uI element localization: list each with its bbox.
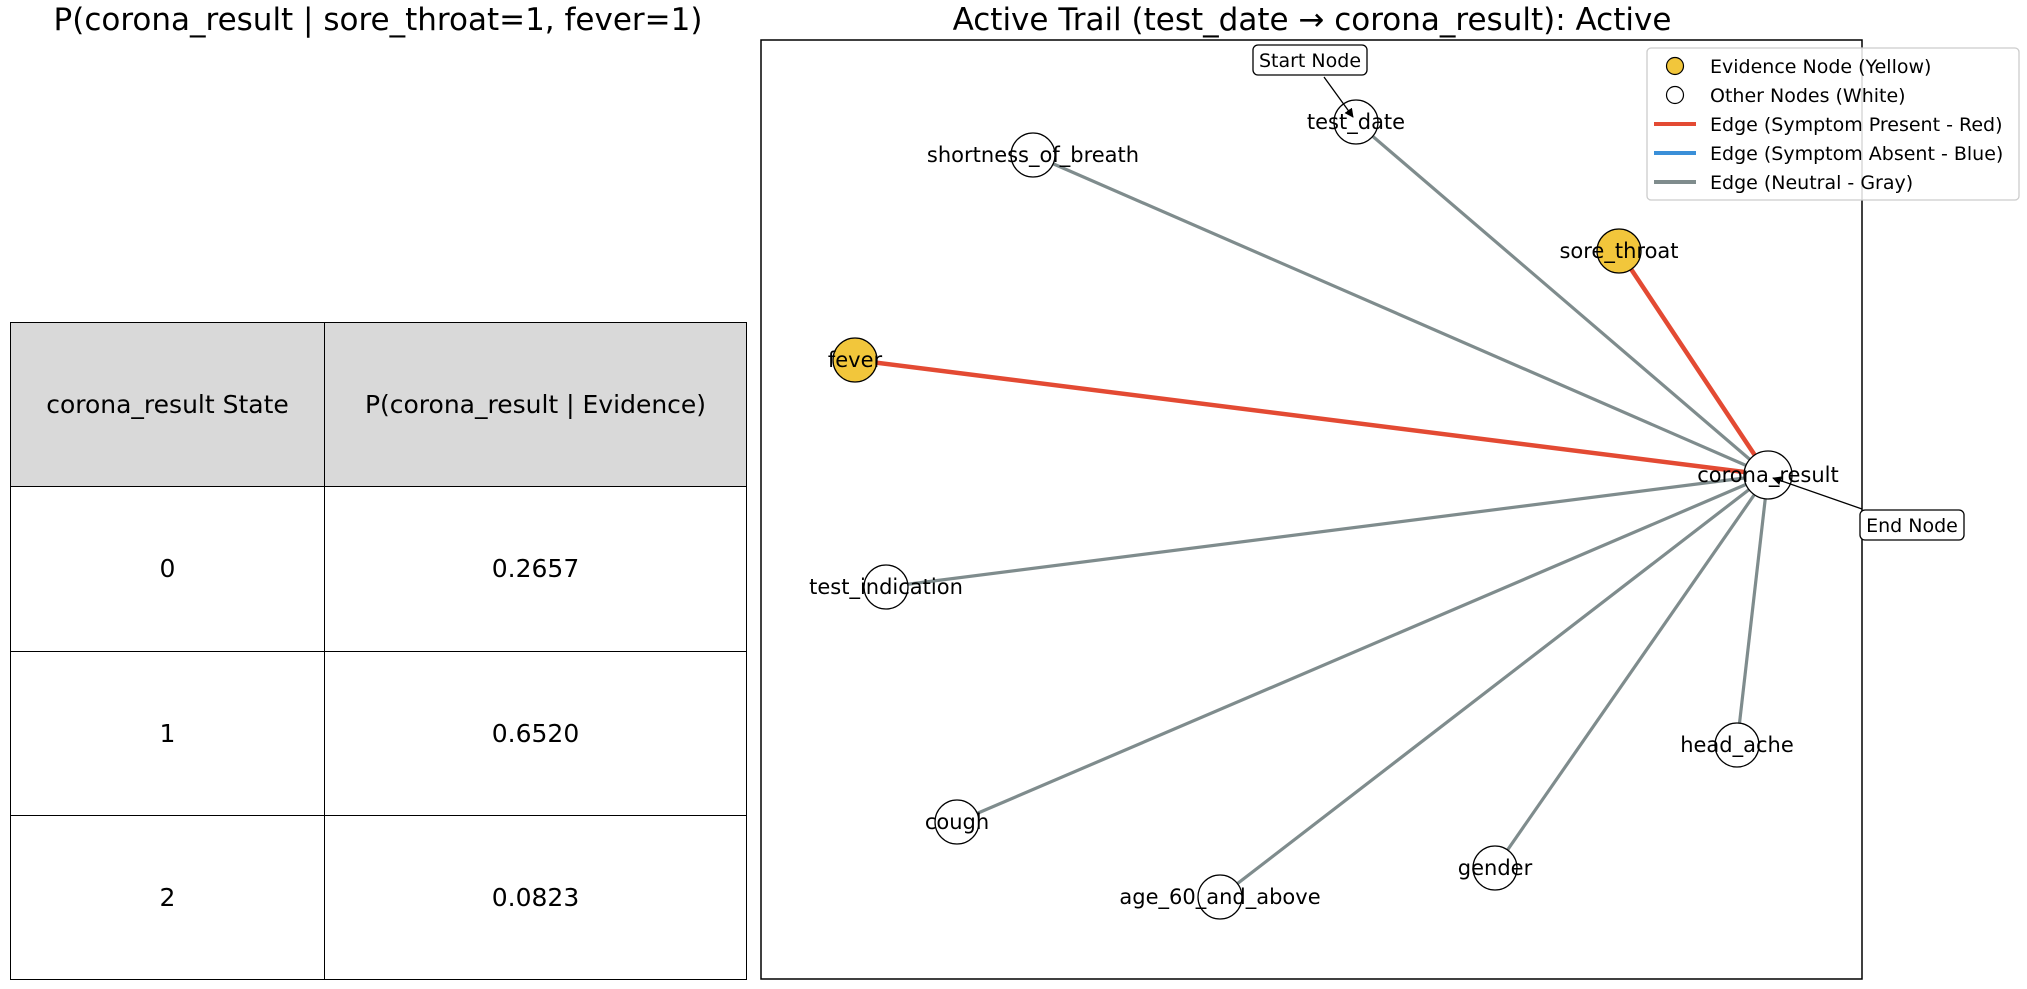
node-test_indication	[863, 564, 909, 610]
probability-table: corona_result State P(corona_result | Ev…	[10, 321, 747, 981]
graph-title: Active Trail (test_date → corona_result)…	[952, 2, 1672, 38]
end-node-box	[1859, 509, 1965, 541]
graph-frame	[760, 39, 1863, 980]
table-row: 2 0.0823	[10, 814, 747, 981]
legend-frame	[1646, 47, 2020, 201]
legend-label-absent: Edge (Symptom Absent - Blue)	[1710, 143, 2003, 165]
start-node-label: Start Node	[1259, 50, 1361, 72]
edge-age_60_and_above-corona_result	[1219, 473, 1769, 899]
start-node-box	[1252, 44, 1368, 76]
cell-state: 2	[10, 814, 325, 981]
edge-test_indication-corona_result	[885, 473, 1769, 589]
legend: Evidence Node (Yellow) Other Nodes (White…	[1646, 47, 2020, 201]
legend-label-neutral: Edge (Neutral - Gray)	[1710, 172, 1913, 194]
edges-layer	[854, 120, 1770, 899]
edge-sore_throat-corona_result	[1617, 249, 1770, 477]
legend-marker-evidence	[1665, 56, 1685, 76]
table-header-row: corona_result State P(corona_result | Ev…	[10, 321, 747, 488]
start-node-arrow	[1323, 76, 1354, 118]
node-label-shortness_of_breath: shortness_of_breath	[927, 143, 1139, 168]
end-node-label: End Node	[1866, 515, 1958, 537]
node-cough	[934, 799, 980, 845]
legend-label-other: Other Nodes (White)	[1710, 85, 1906, 107]
edge-gender-corona_result	[1493, 474, 1770, 869]
cell-probability: 0.0823	[324, 814, 747, 981]
node-label-head_ache: head_ache	[1680, 733, 1794, 758]
legend-marker-other	[1665, 85, 1685, 105]
node-shortness_of_breath	[1010, 132, 1056, 178]
node-label-cough: cough	[925, 810, 989, 834]
node-gender	[1472, 845, 1518, 891]
node-label-age_60_and_above: age_60_and_above	[1119, 885, 1320, 910]
header-probability: P(corona_result | Evidence)	[324, 321, 747, 488]
node-head_ache	[1714, 722, 1760, 768]
legend-label-present: Edge (Symptom Present - Red)	[1710, 114, 2003, 136]
edge-cough-corona_result	[956, 473, 1769, 824]
table-title: P(corona_result | sore_throat=1, fever=1…	[53, 2, 703, 38]
nodes-layer: test_date shortness_of_breath sore_throatf…	[809, 99, 1839, 920]
legend-label-evidence: Evidence Node (Yellow)	[1710, 56, 1931, 78]
node-label-sore_throat: sore_throat	[1559, 239, 1678, 264]
node-label-fever: fever	[828, 348, 883, 372]
edge-shortness_of_breath-corona_result	[1032, 153, 1769, 477]
table-row: 0 0.2657	[10, 486, 747, 652]
node-label-gender: gender	[1458, 856, 1533, 880]
node-label-test_date: test_date	[1307, 110, 1405, 135]
edge-fever-corona_result	[854, 357, 1769, 478]
edge-head_ache-corona_result	[1735, 474, 1770, 746]
header-state: corona_result State	[10, 321, 325, 488]
cell-probability: 0.2657	[324, 486, 747, 652]
node-age_60_and_above	[1197, 874, 1243, 920]
end-node-arrow	[1772, 476, 1863, 510]
node-sore_throat	[1596, 228, 1642, 274]
cell-state: 0	[10, 486, 325, 652]
node-fever	[832, 337, 878, 383]
node-corona_result	[1743, 450, 1793, 500]
edge-test_date-corona_result	[1354, 120, 1770, 477]
node-label-corona_result: corona_result	[1697, 463, 1839, 488]
node-label-test_indication: test_indication	[809, 575, 963, 600]
